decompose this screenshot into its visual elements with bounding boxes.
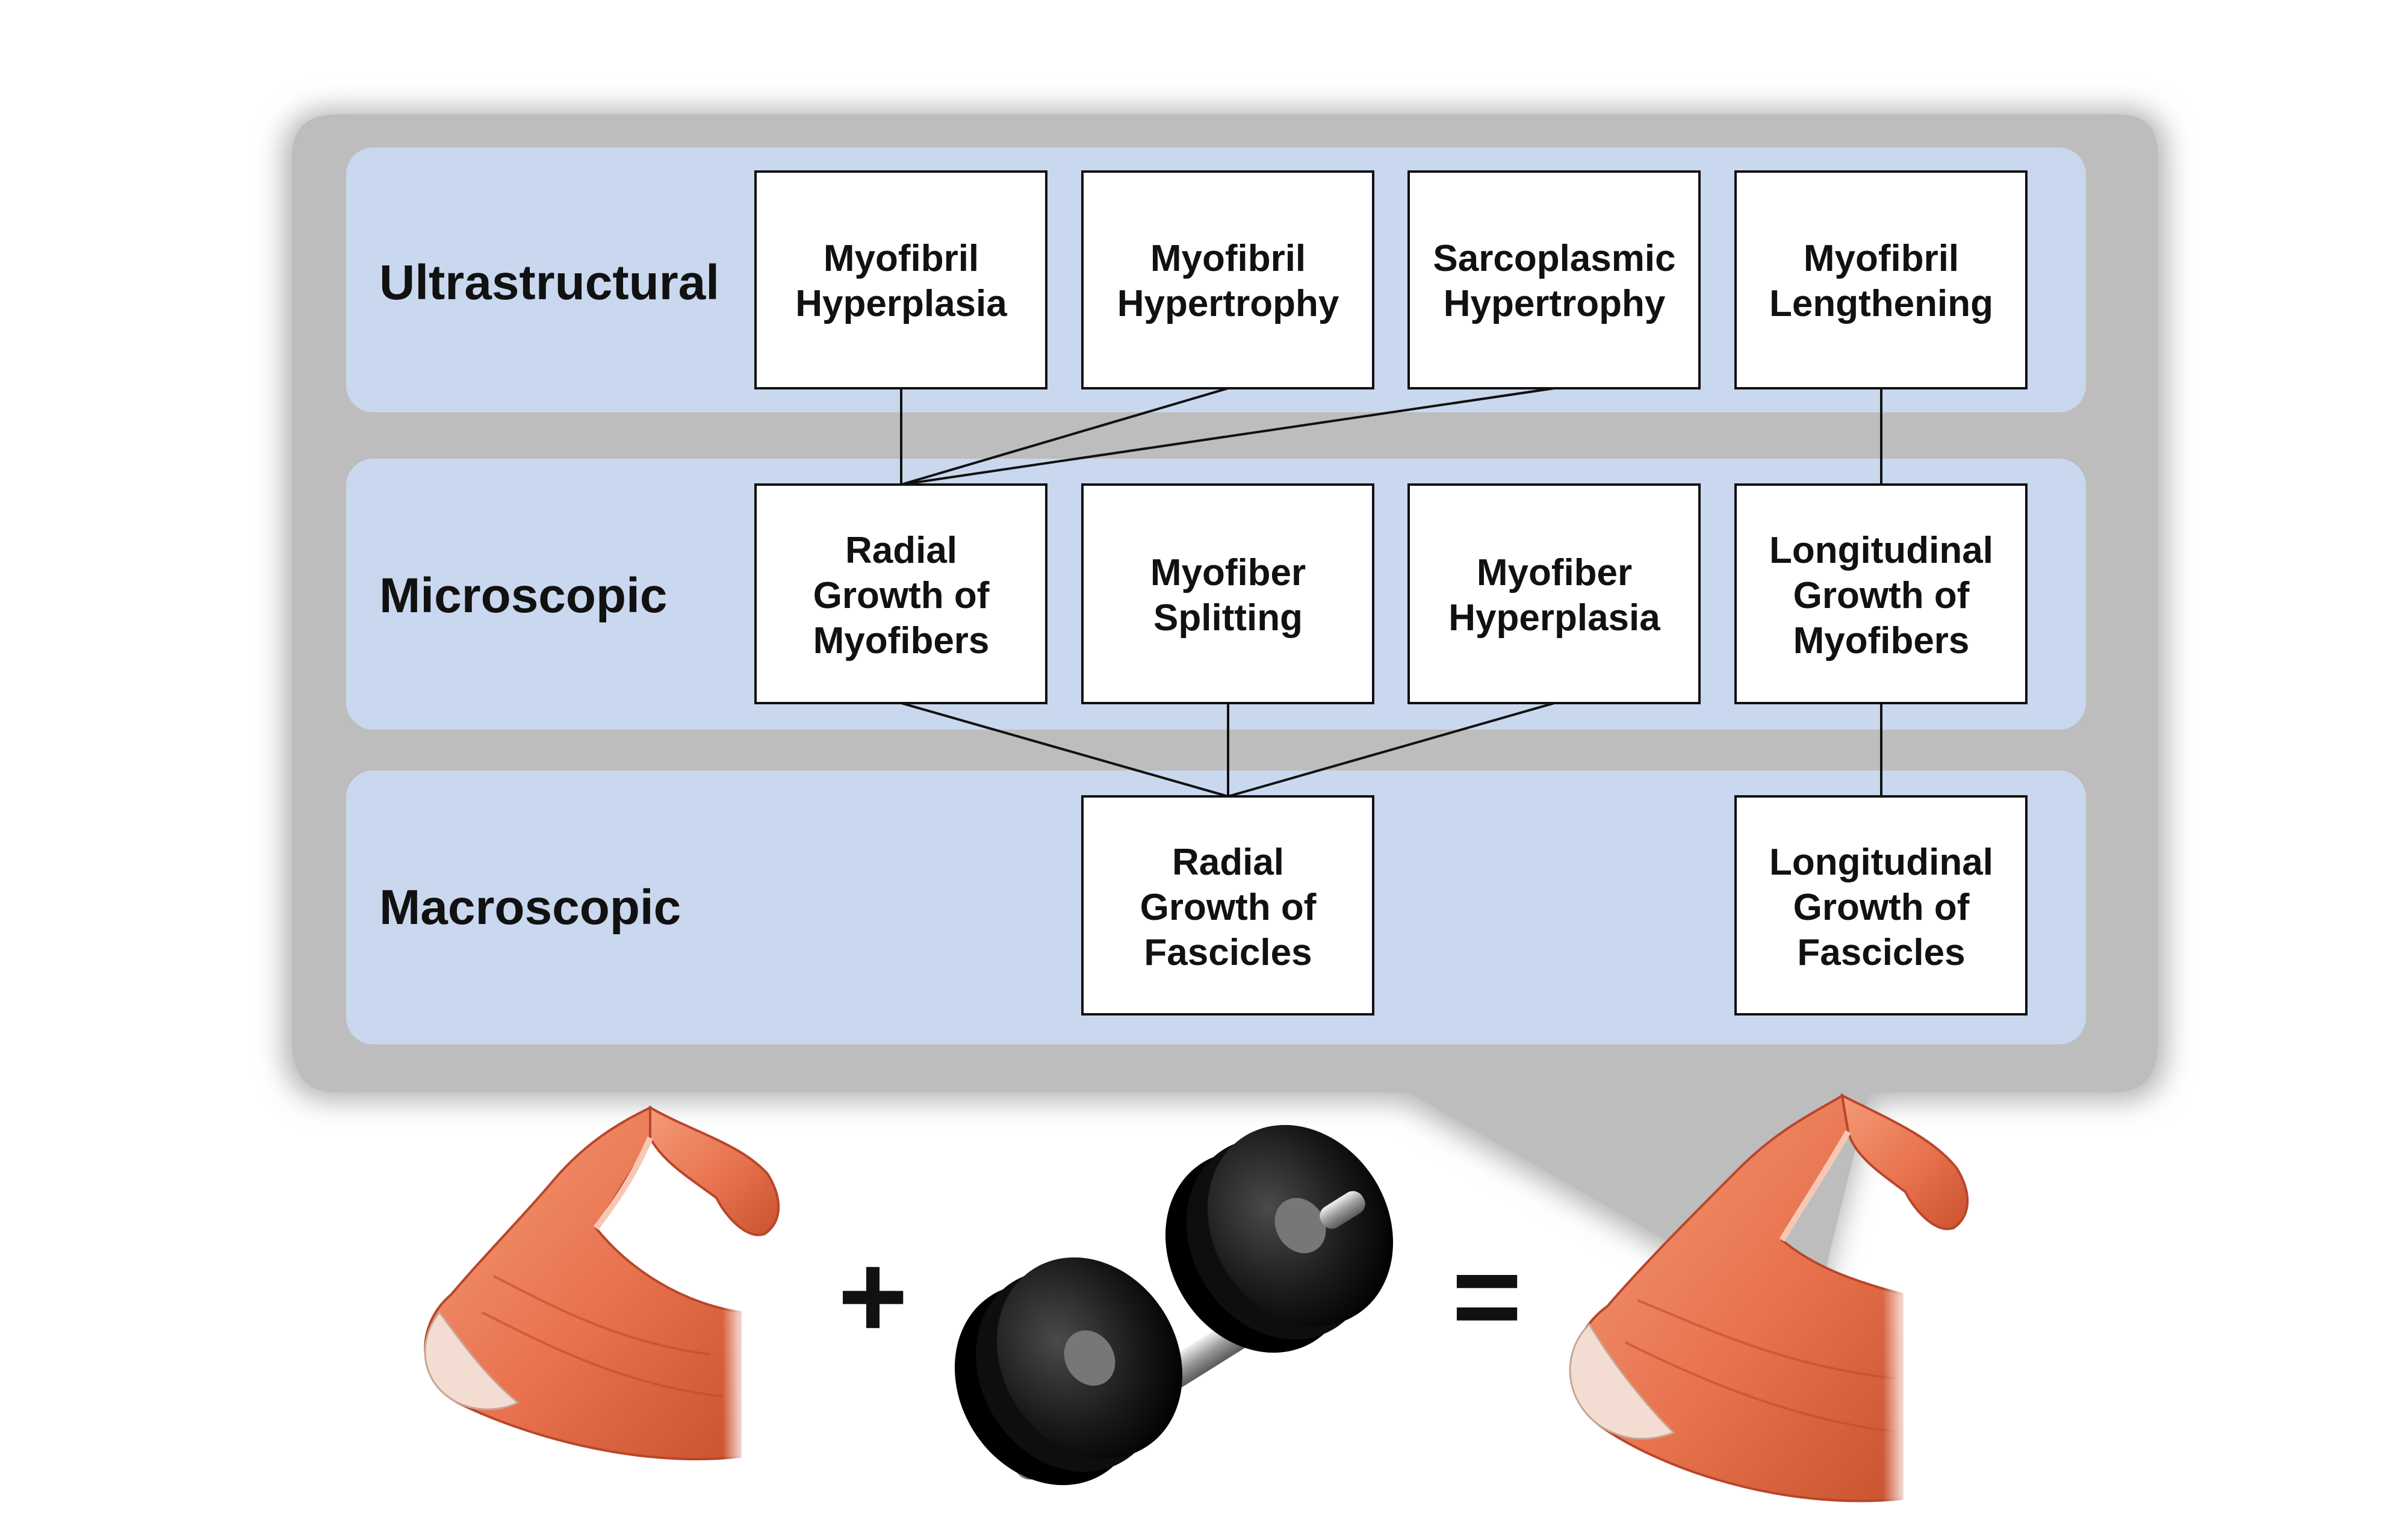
svg-text:Longitudinal: Longitudinal [1769,530,1993,571]
svg-text:Sarcoplasmic: Sarcoplasmic [1433,238,1675,279]
dumbbell-icon [954,1124,1394,1486]
arm-muscle-grown-icon [1569,1093,1969,1517]
svg-text:Hyperplasia: Hyperplasia [1448,597,1660,639]
svg-text:Hyperplasia: Hyperplasia [795,283,1007,324]
svg-text:Growth of: Growth of [813,575,990,616]
svg-text:Myofibril: Myofibril [1804,238,1959,279]
svg-text:Fascicles: Fascicles [1797,932,1965,973]
node-radial-growth-of-myofibers: Radial Growth of Myofibers [754,483,1047,704]
svg-text:Myofibers: Myofibers [1793,620,1970,662]
connector-m1-a1 [901,702,1229,798]
arm-muscle-icon [424,1105,780,1469]
connector-m3-a1 [1227,702,1555,798]
svg-text:Myofiber: Myofiber [1477,552,1632,594]
svg-text:Longitudinal: Longitudinal [1769,842,1993,883]
svg-text:Myofiber: Myofiber [1150,552,1306,594]
node-longitudinal-growth-of-fascicles: Longitudinal Growth of Fascicles [1734,795,2028,1016]
svg-text:Growth of: Growth of [1793,575,1970,616]
svg-text:Splitting: Splitting [1153,597,1303,639]
connectors [900,387,1882,798]
svg-text:Hypertrophy: Hypertrophy [1117,283,1339,324]
svg-text:Lengthening: Lengthening [1769,283,1993,324]
node-myofibril-hyperplasia: Myofibril Hyperplasia [754,170,1047,389]
svg-text:Growth of: Growth of [1140,887,1317,928]
node-radial-growth-of-fascicles: Radial Growth of Fascicles [1081,795,1374,1016]
connector-u2-m1 [901,387,1229,486]
plus-sign: + [838,1229,908,1363]
node-sarcoplasmic-hypertrophy: Sarcoplasmic Hypertrophy [1407,170,1701,389]
node-myofiber-splitting: Myofiber Splitting [1081,483,1374,704]
level-label-macroscopic: Macroscopic [379,880,681,935]
svg-text:Fascicles: Fascicles [1144,932,1312,973]
svg-text:Myofibril: Myofibril [1150,238,1306,279]
node-longitudinal-growth-of-myofibers: Longitudinal Growth of Myofibers [1734,483,2028,704]
connector-u3-m1 [901,387,1555,486]
level-label-microscopic: Microscopic [379,568,667,623]
svg-text:Myofibers: Myofibers [813,620,990,662]
svg-text:Myofibril: Myofibril [824,238,979,279]
svg-text:Radial: Radial [845,530,957,571]
equals-sign: = [1452,1229,1522,1363]
node-myofiber-hyperplasia: Myofiber Hyperplasia [1407,483,1701,704]
svg-text:Hypertrophy: Hypertrophy [1444,283,1666,324]
svg-text:Radial: Radial [1172,842,1284,883]
node-myofibril-lengthening: Myofibril Lengthening [1734,170,2028,389]
level-label-ultrastructural: Ultrastructural [379,255,719,310]
node-myofibril-hypertrophy: Myofibril Hypertrophy [1081,170,1374,389]
svg-text:Growth of: Growth of [1793,887,1970,928]
